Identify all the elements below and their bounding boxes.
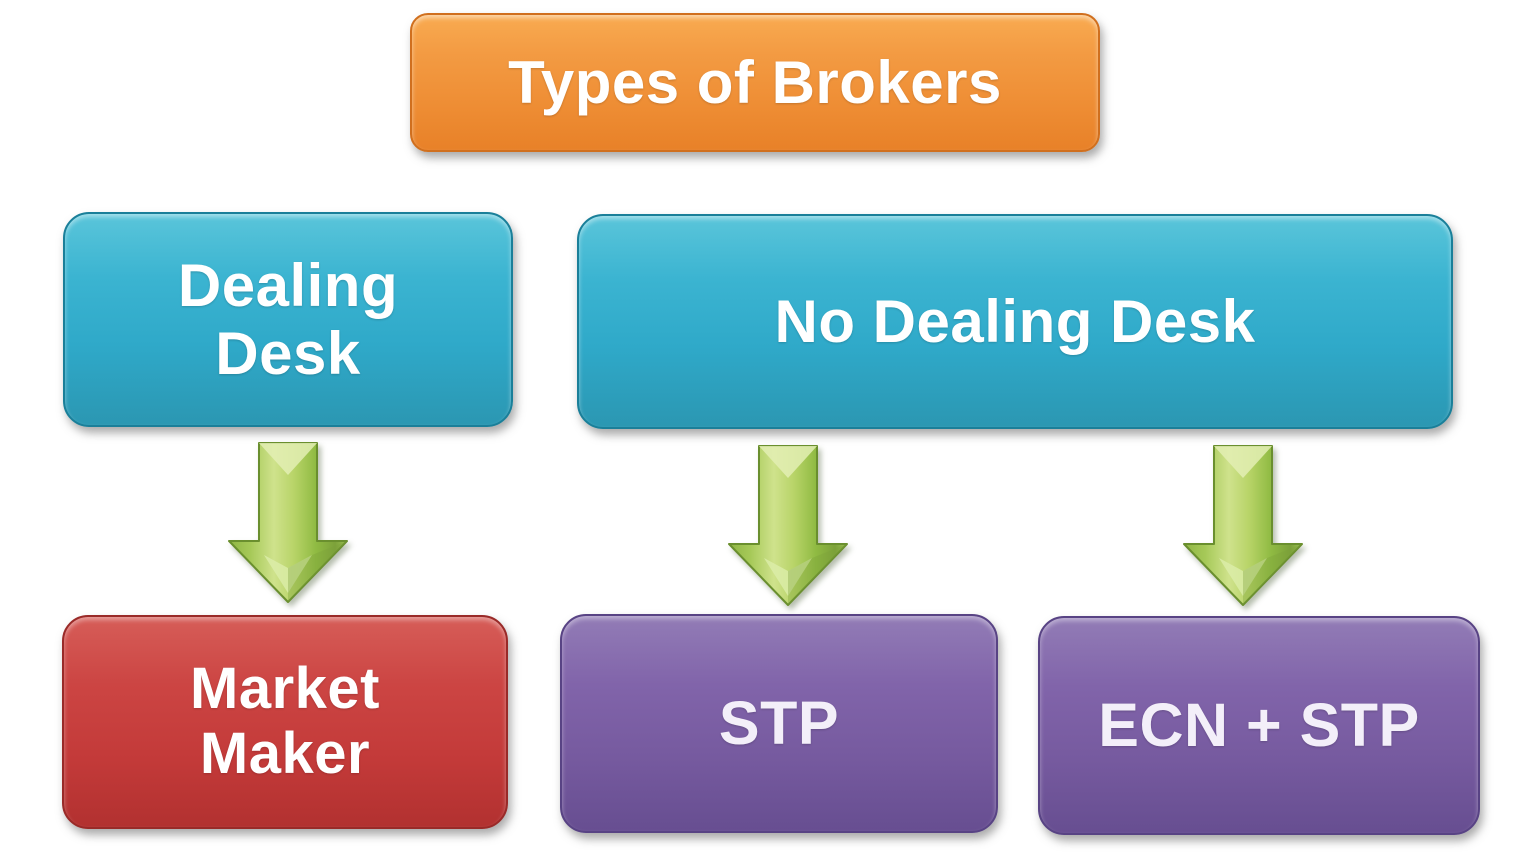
node-market-maker: Market Maker bbox=[62, 615, 508, 829]
node-stp: STP bbox=[560, 614, 998, 833]
node-ecn-stp: ECN + STP bbox=[1038, 616, 1480, 835]
node-no-dealing-desk: No Dealing Desk bbox=[577, 214, 1453, 429]
node-dealing-desk: Dealing Desk bbox=[63, 212, 513, 427]
node-types-of-brokers: Types of Brokers bbox=[410, 13, 1100, 152]
down-arrow-icon bbox=[728, 445, 848, 606]
down-arrow-icon bbox=[228, 442, 348, 603]
down-arrow-icon bbox=[1183, 445, 1303, 606]
